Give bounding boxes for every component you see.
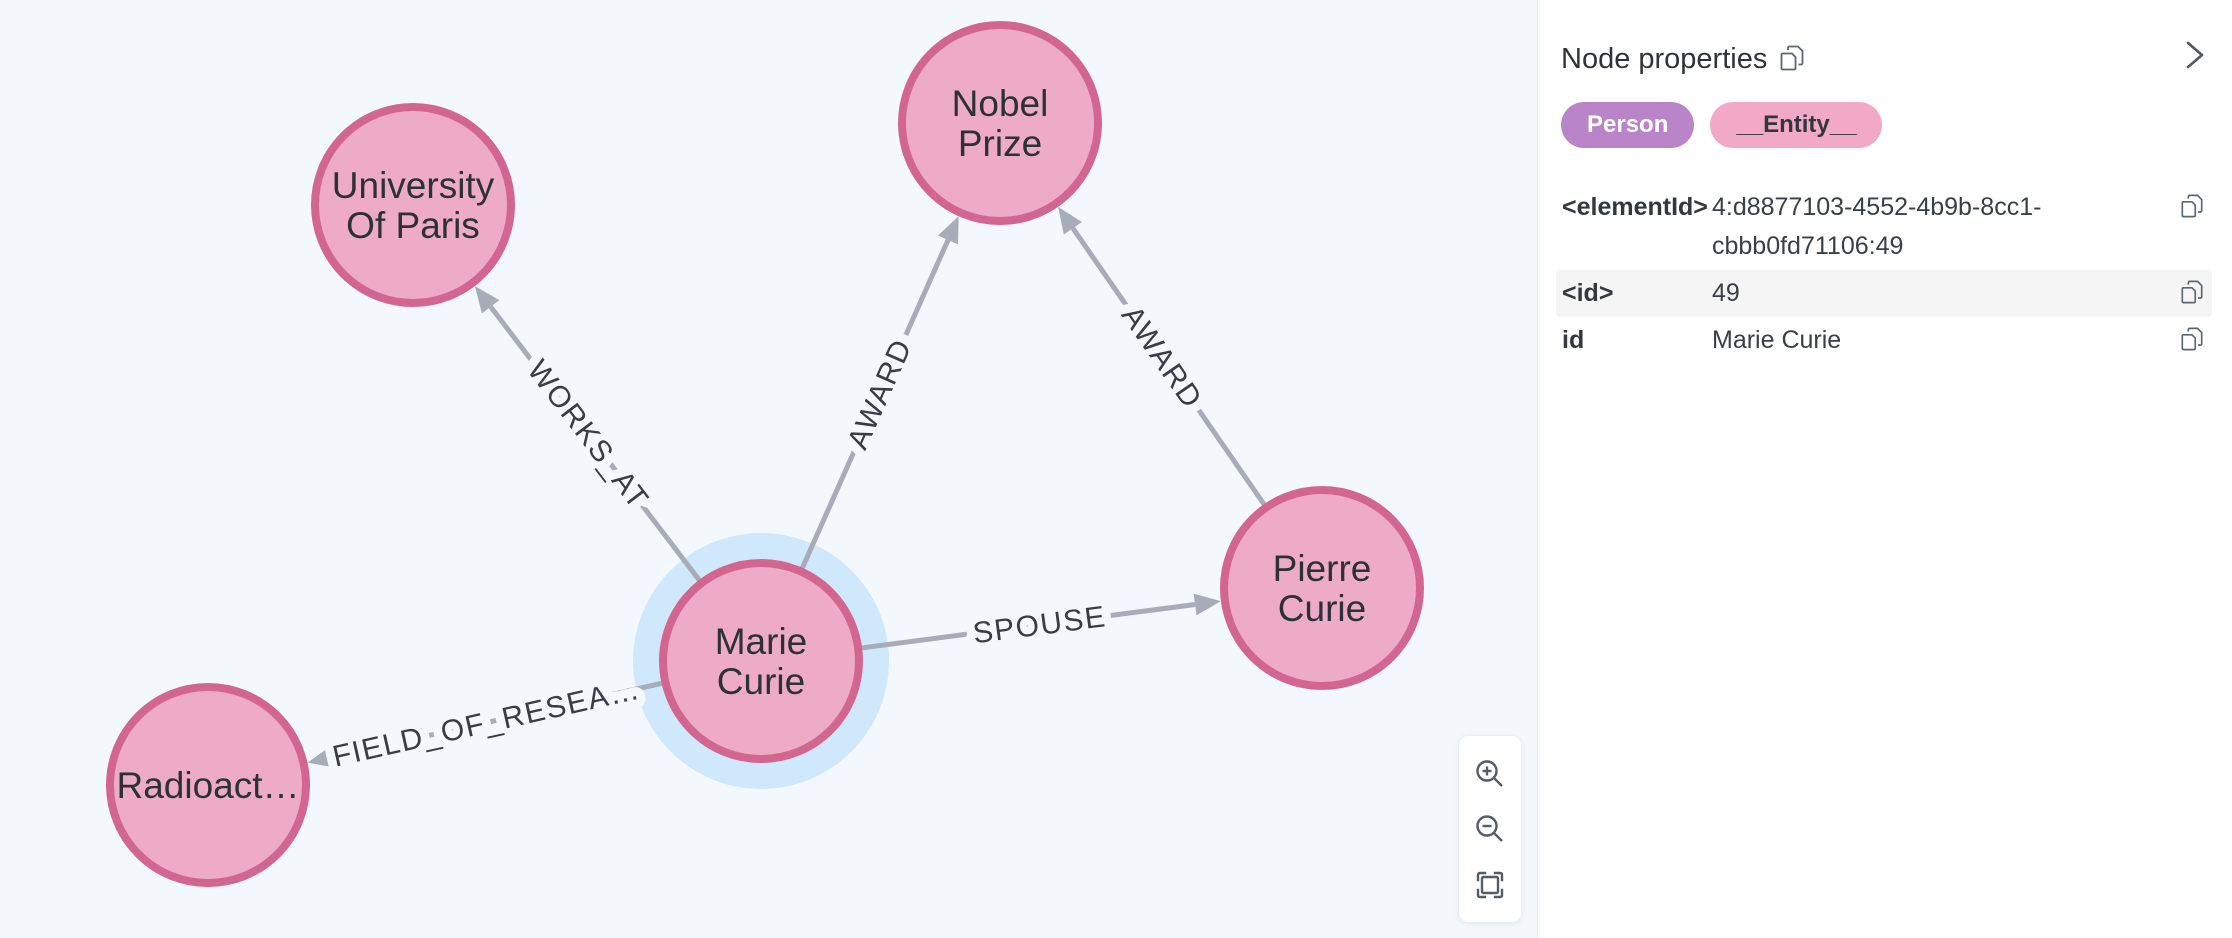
copy-all-properties-button[interactable]: [1779, 44, 1805, 75]
node-marie-curie[interactable]: [659, 559, 863, 763]
panel-header: Node properties: [1538, 0, 2232, 76]
collapse-panel-button[interactable]: [2180, 36, 2210, 76]
node-properties-panel: Node properties Person __Entity__ <elemen…: [1537, 0, 2232, 938]
graph-canvas[interactable]: WORKS_AT AWARD AWARD SPOUSE FIELD_OF_RESEA… U…: [0, 0, 1537, 938]
zoom-controls: [1458, 735, 1522, 923]
fit-to-screen-icon: [1473, 868, 1507, 902]
fit-to-screen-button[interactable]: [1472, 867, 1508, 903]
copy-icon: [2180, 326, 2204, 355]
edge-label-award-pierre[interactable]: AWARD: [1106, 291, 1218, 424]
edge-arrowhead-award-pierre: [1058, 206, 1082, 235]
property-key: id: [1562, 325, 1585, 354]
property-value: Marie Curie: [1712, 325, 1842, 354]
property-row: id Marie Curie: [1556, 317, 2212, 364]
copy-icon: [2180, 279, 2204, 308]
properties-table: <elementId> 4:d8877103-4552-4b9b-8cc1-cb…: [1556, 184, 2212, 364]
node-nobel-prize[interactable]: [898, 21, 1102, 225]
copy-icon: [1779, 44, 1805, 75]
copy-property-button[interactable]: [2180, 188, 2204, 222]
node-label-badge-entity[interactable]: __Entity__: [1710, 101, 1883, 148]
edge-label-field-of-research[interactable]: FIELD_OF_RESEA…: [321, 664, 653, 783]
node-label-badges: Person __Entity__: [1538, 76, 2232, 148]
node-radioactivity[interactable]: [106, 683, 310, 887]
edge-label-spouse[interactable]: SPOUSE: [962, 591, 1117, 659]
zoom-out-button[interactable]: [1472, 811, 1508, 847]
chevron-right-icon: [2184, 35, 2206, 78]
edge-label-works-at[interactable]: WORKS_AT: [512, 345, 664, 525]
graph-area: WORKS_AT AWARD AWARD SPOUSE FIELD_OF_RESEA… U…: [0, 0, 1537, 938]
edge-label-award-marie[interactable]: AWARD: [832, 325, 928, 463]
node-label-radioactivity: Radioact…: [116, 765, 299, 806]
property-row: <id> 49: [1556, 269, 2212, 317]
edge-arrowhead-spouse: [1193, 593, 1221, 616]
property-key: <elementId>: [1562, 192, 1708, 221]
node-university-of-paris[interactable]: [311, 103, 515, 307]
node-label-badge-person[interactable]: Person: [1561, 101, 1695, 148]
property-row: <elementId> 4:d8877103-4552-4b9b-8cc1-cb…: [1556, 184, 2212, 270]
zoom-out-icon: [1473, 812, 1507, 846]
zoom-in-button[interactable]: [1472, 756, 1508, 792]
property-value: 4:d8877103-4552-4b9b-8cc1-cbbb0fd71106:4…: [1712, 192, 2042, 260]
edge-arrowhead-field-of-research: [307, 746, 336, 768]
edge-arrowhead-works-at: [474, 286, 500, 314]
property-key: <id>: [1562, 278, 1614, 307]
copy-property-button[interactable]: [2180, 321, 2204, 355]
copy-icon: [2180, 193, 2204, 222]
panel-title: Node properties: [1561, 43, 1768, 75]
zoom-in-icon: [1473, 757, 1507, 791]
node-pierre-curie[interactable]: [1220, 486, 1424, 690]
copy-property-button[interactable]: [2180, 274, 2204, 308]
property-value: 49: [1712, 278, 1740, 307]
edge-arrowhead-award-marie: [937, 216, 959, 245]
